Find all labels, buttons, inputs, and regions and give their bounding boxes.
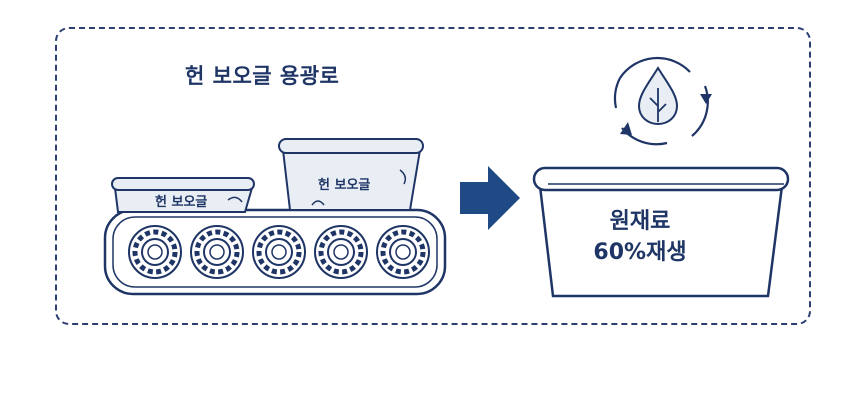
result-line-2: 60%재생 — [593, 240, 687, 265]
result-line-1: 원재료 — [609, 209, 671, 234]
gear-icon — [190, 225, 244, 279]
gear-icon — [376, 225, 430, 279]
conveyor-gears — [128, 225, 430, 279]
diagram-title: 헌 보오글 용광로 — [185, 64, 340, 88]
recycled-container — [532, 166, 790, 298]
gear-icon — [252, 225, 306, 279]
small-container-label: 헌 보오글 — [155, 195, 208, 210]
conveyor-belt — [103, 208, 447, 296]
right-arrow-icon — [460, 166, 520, 230]
recycle-water-drop-icon — [613, 56, 712, 146]
tall-container — [278, 138, 424, 211]
diagram-frame — [55, 27, 811, 325]
result-text: 원재료 60%재생 — [560, 206, 720, 268]
gear-icon — [314, 225, 368, 279]
small-container — [111, 177, 255, 213]
gear-icon — [128, 225, 182, 279]
tall-container-label: 헌 보오글 — [318, 178, 371, 193]
